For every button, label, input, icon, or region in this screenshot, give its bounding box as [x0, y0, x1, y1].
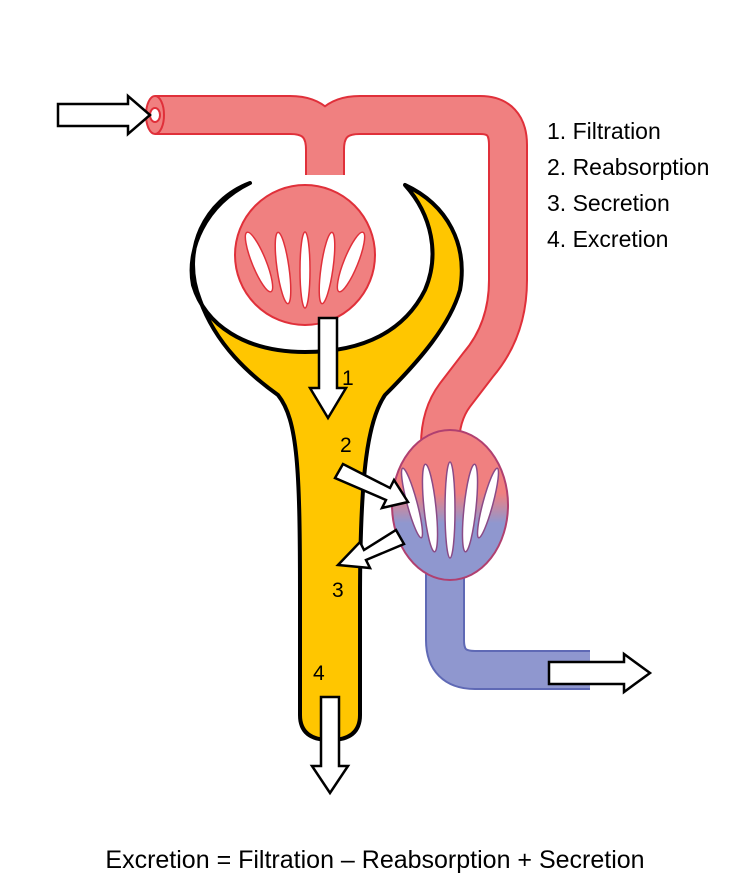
step-number-3: 3	[332, 579, 344, 602]
legend: 1. Filtration 2. Reabsorption 3. Secreti…	[547, 118, 709, 252]
outflow-arrow	[547, 651, 653, 695]
step-number-2: 2	[340, 434, 352, 457]
step-number-4: 4	[313, 662, 325, 685]
process-arrows	[56, 93, 653, 796]
bowmans-capsule-and-tubule	[189, 181, 464, 742]
vein-fill	[427, 560, 590, 688]
renal-tubule	[189, 181, 464, 742]
excretion-arrow	[309, 695, 351, 796]
legend-item-filtration: 1. Filtration	[547, 118, 661, 144]
secretion-arrow	[335, 528, 406, 570]
arteriole-fill	[155, 97, 526, 446]
peritubular-capillary-gaps	[400, 461, 500, 559]
legend-item-secretion: 3. Secretion	[547, 190, 670, 216]
filtration-arrow	[307, 316, 349, 421]
inflow-arrow	[56, 93, 152, 137]
excretion-equation: Excretion = Filtration – Reabsorption + …	[105, 846, 644, 874]
step-numbers: 1 2 3 4	[313, 367, 354, 685]
reabsorption-arrow	[333, 462, 411, 510]
step-number-1: 1	[342, 367, 354, 390]
glomerulus-capillary-gaps	[244, 231, 366, 309]
legend-item-excretion: 4. Excretion	[547, 226, 668, 252]
blood-supply	[145, 95, 590, 690]
legend-item-reabsorption: 2. Reabsorption	[547, 154, 709, 180]
